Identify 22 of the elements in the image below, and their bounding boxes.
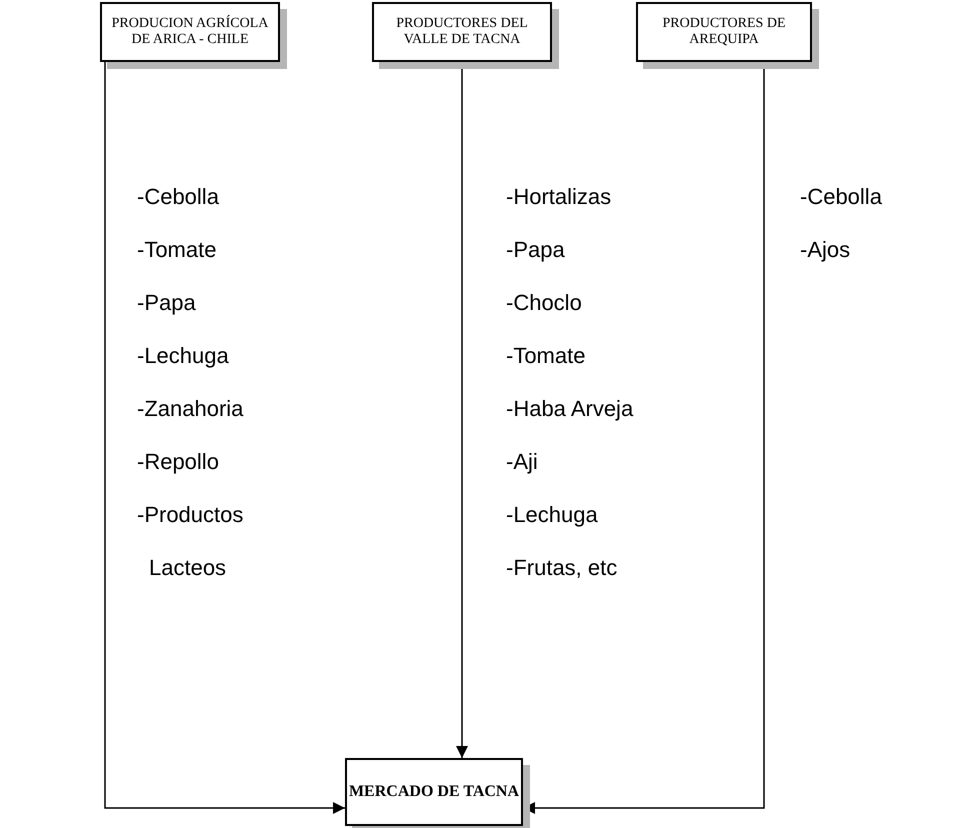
list-item: -Aji	[506, 448, 538, 476]
list-item: -Repollo	[137, 448, 219, 476]
list-item: -Lechuga	[506, 501, 598, 529]
arrow	[104, 62, 345, 814]
list-item: -Choclo	[506, 289, 582, 317]
list-item: -Cebolla	[137, 183, 219, 211]
list-item: -Papa	[137, 289, 196, 317]
list-item: -Ajos	[800, 236, 850, 264]
list-item: -Papa	[506, 236, 565, 264]
list-item: -Frutas, etc	[506, 554, 618, 582]
list-item: -Hortalizas	[506, 183, 612, 211]
list-item: -Haba Arveja	[506, 395, 634, 423]
box-label: PRODUCTORES DE AREQUIPA	[661, 16, 787, 48]
box-label: PRODUCTORES DEL VALLE DE TACNA	[395, 16, 529, 48]
list-item: -Tomate	[137, 236, 216, 264]
list-item: -Tomate	[506, 342, 586, 370]
box-label: PRODUCION AGRÍCOLA DE ARICA - CHILE	[110, 16, 270, 48]
list-item: -Productos Lacteos	[137, 501, 244, 582]
list-item: -Cebolla	[800, 183, 882, 211]
box-label: MERCADO DE TACNA	[348, 783, 520, 801]
list-item: -Zanahoria	[137, 395, 244, 423]
list-item: -Lechuga	[137, 342, 229, 370]
